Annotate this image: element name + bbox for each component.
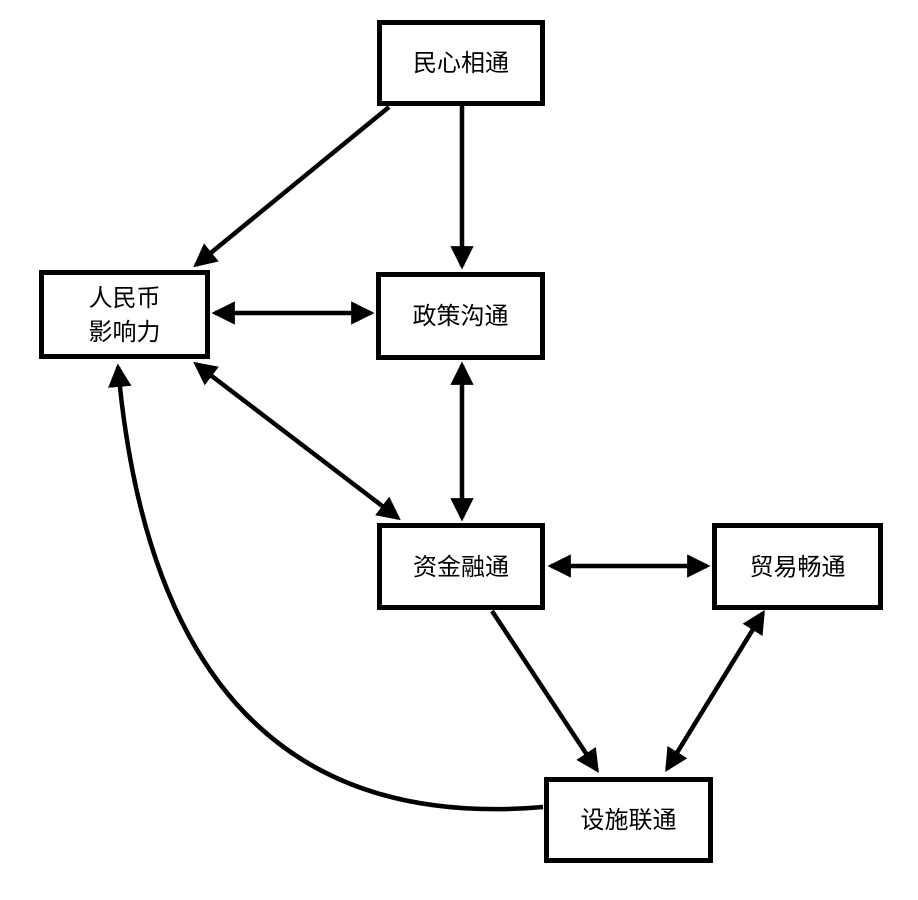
node-rmb-influence-label: 人民币 影响力 — [88, 283, 161, 346]
edge-people-bond-to-rmb-influence — [193, 105, 391, 268]
node-people-bond-label: 民心相通 — [413, 49, 509, 77]
node-financial-integration: 资金融通 — [377, 523, 545, 610]
edge-infrastructure-to-rmb-influence-curved — [108, 363, 544, 812]
node-policy-communication: 政策沟通 — [376, 272, 545, 360]
node-rmb-influence: 人民币 影响力 — [39, 270, 210, 359]
node-policy-communication-label: 政策沟通 — [412, 302, 509, 330]
node-financial-integration-label: 资金融通 — [413, 552, 509, 581]
node-facilities-connectivity: 设施联通 — [544, 777, 713, 863]
edge-finance-to-infrastructure — [490, 609, 599, 773]
node-people-bond: 民心相通 — [377, 20, 545, 106]
node-unimpeded-trade: 贸易畅通 — [712, 523, 883, 610]
node-unimpeded-trade-label: 贸易畅通 — [749, 552, 846, 581]
edge-infrastructure-trade-bidirectional — [665, 610, 765, 772]
node-facilities-connectivity-label: 设施联通 — [580, 806, 677, 834]
edge-rmb-influence-finance-bidirectional — [193, 361, 401, 521]
